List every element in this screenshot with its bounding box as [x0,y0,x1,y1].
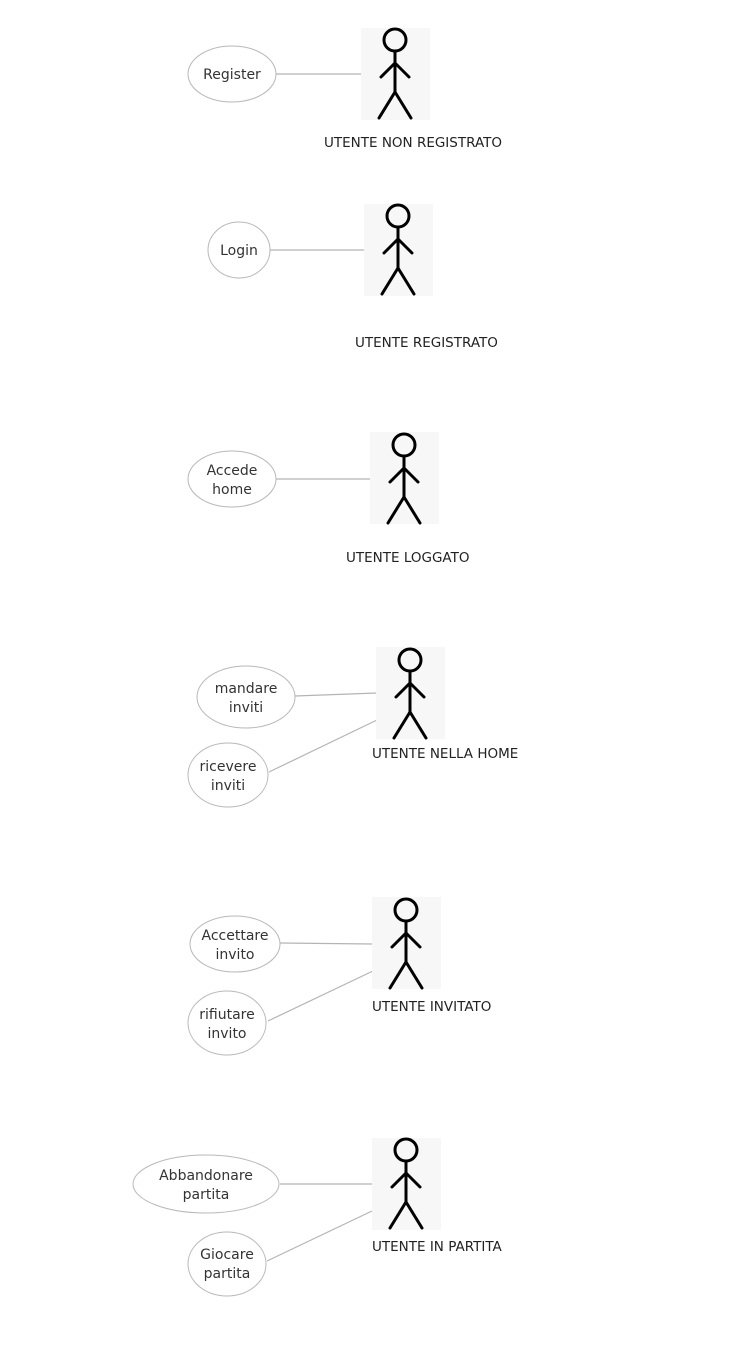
use-case-ellipse [187,1231,267,1297]
use-case-label-line-2: home [212,482,252,498]
association-line [266,1210,373,1262]
use-case-label-line-2: partita [204,1266,251,1282]
stick-figure-icon [388,897,424,990]
group-utente-non-registrato: Register UTENTE NON REGISTRATO [187,27,502,151]
stick-figure-icon [377,27,413,120]
use-case-giocare-partita: Giocare partita [187,1231,267,1297]
use-case-label-line-2: inviti [211,778,245,794]
use-case-label-line-2: invito [208,1026,247,1042]
group-utente-registrato: Login UTENTE REGISTRATO [207,203,498,351]
actor: UTENTE INVITATO [372,897,491,1015]
actor: UTENTE REGISTRATO [355,203,498,351]
group-utente-loggato: Accede home UTENTE LOGGATO [187,432,469,566]
actor: UTENTE LOGGATO [346,432,469,566]
use-case-label-line-1: Giocare [200,1247,254,1263]
use-case-mandare-inviti: mandare inviti [196,665,296,729]
actor-name: UTENTE INVITATO [372,999,491,1015]
use-case-label-line-2: partita [183,1187,230,1203]
use-case-label-line-1: ricevere [200,759,257,775]
stick-figure-icon [392,647,428,740]
use-case-login: Login [207,221,271,279]
stick-figure-icon [380,203,416,296]
actor-name: UTENTE NON REGISTRATO [324,135,502,151]
use-case-accede-home: Accede home [187,450,277,508]
use-case-label-line-1: mandare [215,681,278,697]
use-case-ellipse [189,915,281,973]
actor-name: UTENTE IN PARTITA [372,1239,503,1255]
actor-name: UTENTE REGISTRATO [355,335,498,351]
use-case-accettare-invito: Accettare invito [189,915,281,973]
association-line [267,969,376,1022]
use-case-label-line-1: rifiutare [199,1007,254,1023]
association-line [294,692,378,697]
use-case-ellipse [187,45,277,103]
use-case-ellipse [132,1154,280,1214]
use-case-ellipse [196,665,296,729]
actor: UTENTE NON REGISTRATO [324,27,502,151]
use-case-label-line-1: Accede [207,463,258,479]
use-case-label-line-2: invito [216,947,255,963]
use-case-label-line-1: Accettare [202,928,269,944]
use-case-ellipse [207,221,271,279]
use-case-rifiutare-invito: rifiutare invito [187,990,267,1056]
use-case-ricevere-inviti: ricevere inviti [187,742,269,808]
stick-figure-icon [388,1137,424,1230]
group-utente-invitato: Accettare invito rifiutare invito UTENTE… [187,897,491,1056]
actor-name: UTENTE LOGGATO [346,550,469,566]
group-utente-in-partita: Abbandonare partita Giocare partita UTEN… [132,1137,503,1297]
use-case-ellipse [187,450,277,508]
use-case-register: Register [187,45,277,103]
use-case-label-line-1: Abbandonare [159,1168,253,1184]
use-case-label-line-2: inviti [229,700,263,716]
use-case-ellipse [187,742,269,808]
actor: UTENTE NELLA HOME [372,647,518,762]
association-line [268,719,378,773]
group-utente-nella-home: mandare inviti ricevere inviti UTENTE NE… [187,647,518,808]
use-case-ellipse [187,990,267,1056]
actor-name: UTENTE NELLA HOME [372,746,518,762]
use-case-abbandonare-partita: Abbandonare partita [132,1154,280,1214]
actor: UTENTE IN PARTITA [372,1137,503,1255]
use-case-label: Register [203,67,261,83]
association-line [279,942,373,945]
stick-figure-icon [386,432,422,525]
use-case-label: Login [220,243,258,259]
